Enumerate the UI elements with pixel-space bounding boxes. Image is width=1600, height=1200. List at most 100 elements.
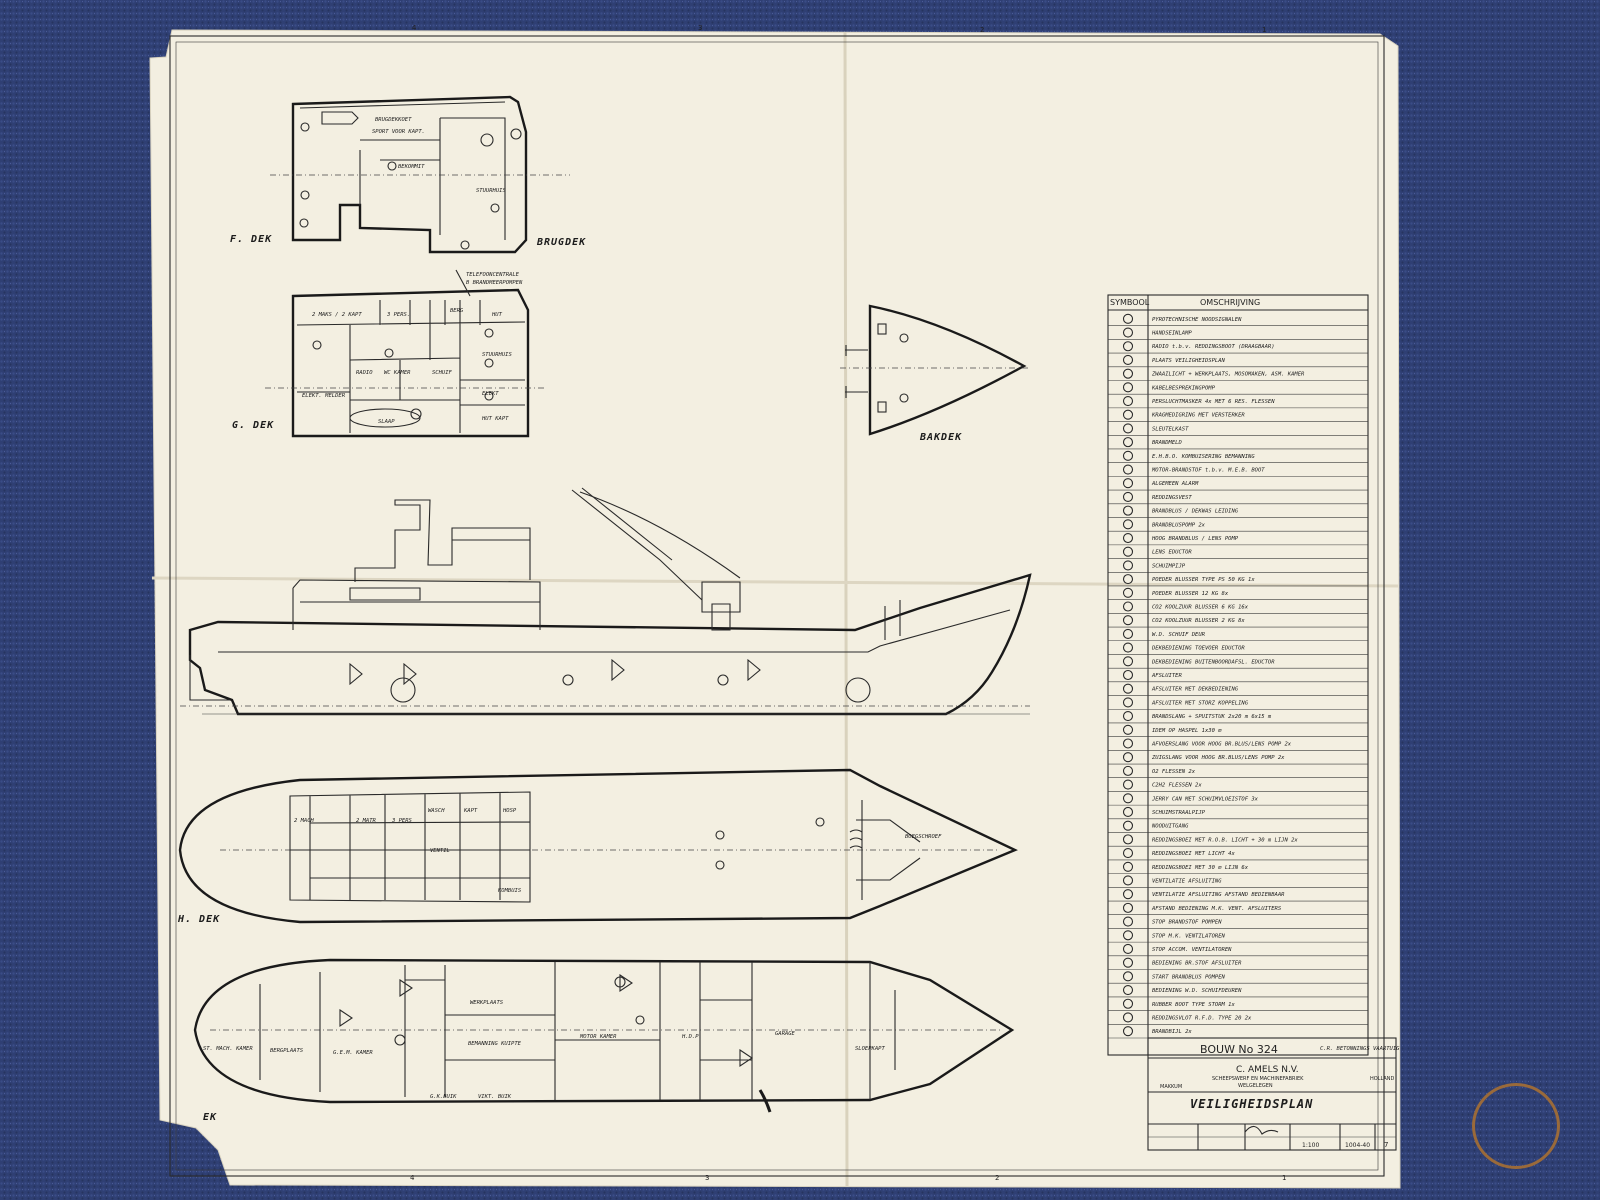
label-slaap: SLAAP <box>378 419 395 425</box>
label-g-dek: G. DEK <box>232 420 274 431</box>
legend-symbol-icon <box>1122 368 1134 379</box>
legend-row-text: REDDINGSVLOT R.F.D. TYPE 20 2x <box>1152 1015 1252 1021</box>
legend-symbol-icon <box>1122 875 1134 886</box>
label-vikt-buik: VIKT. BUIK <box>478 1094 512 1100</box>
legend-symbol-icon <box>1122 697 1134 708</box>
legend-symbol-icon <box>1122 669 1134 681</box>
legend-row-text: STOP M.K. VENTILATOREN <box>1152 933 1226 939</box>
legend-col-symbol: SYMBOOL <box>1110 298 1150 307</box>
company-sub2: WELGELEGEN <box>1238 1083 1273 1089</box>
legend-row-text: AFSLUITER <box>1151 673 1182 679</box>
legend-row-text: NOODUITGANG <box>1151 824 1189 830</box>
legend-row-text: SLEUTELKAST <box>1152 426 1189 432</box>
legend-symbol-icon <box>1122 382 1134 393</box>
border-number-top-3: 3 <box>698 24 702 32</box>
label-gk-buik: G.K.BUIK <box>430 1094 457 1100</box>
legend-symbol-icon <box>1122 848 1134 859</box>
legend-row-text: REDDINGSVEST <box>1152 495 1192 501</box>
legend-row-text: O2 FLESSEN 2x <box>1152 769 1196 775</box>
legend-symbol-icon <box>1122 615 1134 626</box>
legend-row-text: ALGEMEEN ALARM <box>1151 481 1199 487</box>
legend-row-text: BRANDSLANG + SPUITSTUK 2x20 m 6x15 m <box>1152 714 1272 720</box>
legend-row-text: HANDSEINLAMP <box>1151 331 1192 337</box>
legend-row-text: PERSLUCHTMASKER 4x MET 6 RES. FLESSEN <box>1152 399 1275 405</box>
label-hut: HUT <box>491 312 503 318</box>
label-ventil: VENTIL <box>430 848 450 854</box>
label-brandmeerpompen: B BRANDMEERPOMPEN <box>466 280 523 286</box>
legend-row-text: BRANDBLUSPOMP 2x <box>1152 522 1206 528</box>
legend-symbol-icon <box>1122 313 1134 324</box>
legend-symbol-icon <box>1122 902 1134 913</box>
legend-col-desc: OMSCHRIJVING <box>1200 298 1260 307</box>
label-hdp: H.D.P. <box>681 1034 702 1040</box>
legend-symbol-icon <box>1122 752 1134 763</box>
border-number-bottom-2: 2 <box>995 1174 999 1182</box>
legend-symbol-icon <box>1122 628 1134 639</box>
label-bakdek: BAKDEK <box>919 432 962 443</box>
legend-row-text: PLAATS VEILIGHEIDSPLAN <box>1152 358 1226 364</box>
label-3-pers: 3 PERS. <box>386 312 410 318</box>
legend-row-text: KABELBESPREKINGPOMP <box>1151 385 1216 391</box>
legend-row-text: LENS EDUCTOR <box>1152 550 1192 556</box>
legend-symbol-icon <box>1122 711 1134 722</box>
legend-row-text: CO2 KOOLZUUR BLUSSER 6 KG 16x <box>1152 605 1249 611</box>
legend-row-text: START BRANDBLUS POMPEN <box>1152 974 1226 980</box>
label-brugdekkoet: BRUGDEKKOET <box>375 117 412 123</box>
legend-symbol-icon <box>1122 587 1134 598</box>
rubber-ring <box>1472 1083 1560 1169</box>
label-telefooncentrale: TELEFOONCENTRALE <box>466 272 520 278</box>
legend-table: SYMBOOL OMSCHRIJVING PYROTECHNISCHE NOOD… <box>1107 294 1369 1056</box>
legend-symbol-icon <box>1122 491 1134 502</box>
legend-symbol-icon <box>1122 532 1134 544</box>
border-number-bottom-4: 4 <box>410 1174 415 1182</box>
company-sub1: SCHEEPSWERF EN MACHINEFABRIEK <box>1212 1076 1304 1082</box>
sheet-number: 7 <box>1384 1141 1388 1149</box>
legend-row-text: KRAGMEDIGRING MET VERSTERKER <box>1151 413 1245 419</box>
legend-symbol-icon <box>1122 464 1134 475</box>
label-2-maks: 2 MAKS / 2 KAPT <box>312 312 362 318</box>
legend-symbol-icon <box>1122 930 1134 941</box>
legend-symbol-icon <box>1122 971 1134 982</box>
label-f-dek: F. DEK <box>230 234 272 245</box>
label-kombuis: KOMBUIS <box>497 888 522 894</box>
legend-row-text: VENTILATIE AFSLUITING <box>1152 878 1222 884</box>
legend-row-text: AFSTAND BEDIENING M.K. VENT. AFSLUITERS <box>1151 906 1282 912</box>
border-number-top-1: 1 <box>1262 26 1266 34</box>
label-sport: SPORT VOOR KAPT. <box>372 129 425 135</box>
label-wasch: WASCH <box>428 808 445 814</box>
label-h-dek: H. DEK <box>177 914 220 925</box>
legend-row-text: BRANDMELD <box>1152 440 1182 446</box>
legend-row-text: DEKBEDIENING TOEVOER EDUCTOR <box>1151 646 1245 652</box>
legend-row-text: IDEM OP HASPEL 1x30 m <box>1152 728 1222 734</box>
label-ek: EK <box>203 1112 217 1123</box>
legend-symbol-icon <box>1122 409 1134 420</box>
label-gem-kamer: G.E.M. KAMER <box>333 1050 373 1056</box>
legend-symbol-icon <box>1122 889 1134 900</box>
legend-symbol-icon <box>1122 683 1134 694</box>
legend-symbol-icon <box>1122 806 1134 818</box>
label-2-matr: 2 MATR <box>356 818 377 824</box>
legend-symbol-icon <box>1122 478 1134 489</box>
label-stuurhuis-g: STUURHUIS <box>482 352 512 358</box>
label-bekommit: BEKOMMIT <box>398 164 425 170</box>
legend-symbol-icon <box>1122 519 1134 530</box>
legend-symbol-icon <box>1122 861 1134 872</box>
legend-row-text: RUBBER BOOT TYPE STORM 1x <box>1152 1002 1235 1008</box>
legend-symbol-icon <box>1122 1012 1134 1023</box>
legend-row-text: SCHUIMPIJP <box>1152 563 1186 569</box>
legend-symbol-icon <box>1122 998 1134 1009</box>
legend-symbol-icon <box>1122 395 1134 407</box>
legend-row-text: MOTOR-BRANDSTOF t.b.v. M.E.B. BOOT <box>1151 468 1265 474</box>
title-block: BOUW No 324 C.R. BETONNINGS VAARTUIG C. … <box>1147 1037 1400 1151</box>
legend-row-text: SCHUIMSTRAALPIJP <box>1152 810 1206 816</box>
legend-symbol-icon <box>1122 985 1134 996</box>
legend-symbol-icon <box>1122 546 1134 557</box>
country: HOLLAND <box>1370 1076 1395 1082</box>
legend-symbol-icon <box>1122 601 1134 612</box>
label-berg: BERG <box>450 308 464 314</box>
legend-symbol-icon <box>1122 738 1134 749</box>
label-boegschroef: BOEGSCHROEF <box>905 834 942 840</box>
border-number-top-2: 2 <box>980 26 984 34</box>
legend-symbol-icon <box>1122 765 1134 776</box>
label-werkplaats: WERKPLAATS <box>470 1000 504 1006</box>
